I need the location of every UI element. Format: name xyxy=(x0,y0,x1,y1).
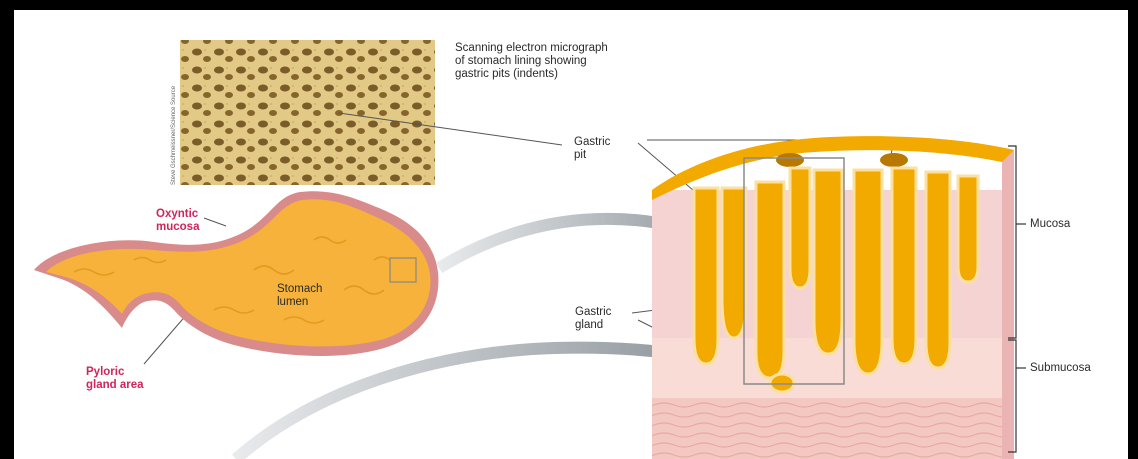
stomach-lumen-label: Stomach lumen xyxy=(277,283,322,309)
photo-credit: Steve Gschmeissner/Science Source xyxy=(171,86,177,185)
submucosa-label: Submucosa xyxy=(1030,362,1091,375)
diagram-frame: Scanning electron micrograph of stomach … xyxy=(14,10,1128,459)
mucosa-label: Mucosa xyxy=(1030,218,1070,231)
stomach-illustration xyxy=(34,191,438,356)
sem-micrograph xyxy=(180,40,435,185)
zoom-arrow-lower xyxy=(236,348,714,459)
gastric-pit-label: Gastric pit xyxy=(574,136,610,162)
tissue-block xyxy=(652,136,1014,459)
micrograph-caption: Scanning electron micrograph of stomach … xyxy=(455,42,608,81)
gastric-gland-label: Gastric gland xyxy=(575,306,611,332)
pyloric-gland-area-label: Pyloric gland area xyxy=(86,366,144,392)
oxyntic-mucosa-label: Oxyntic mucosa xyxy=(156,208,199,234)
